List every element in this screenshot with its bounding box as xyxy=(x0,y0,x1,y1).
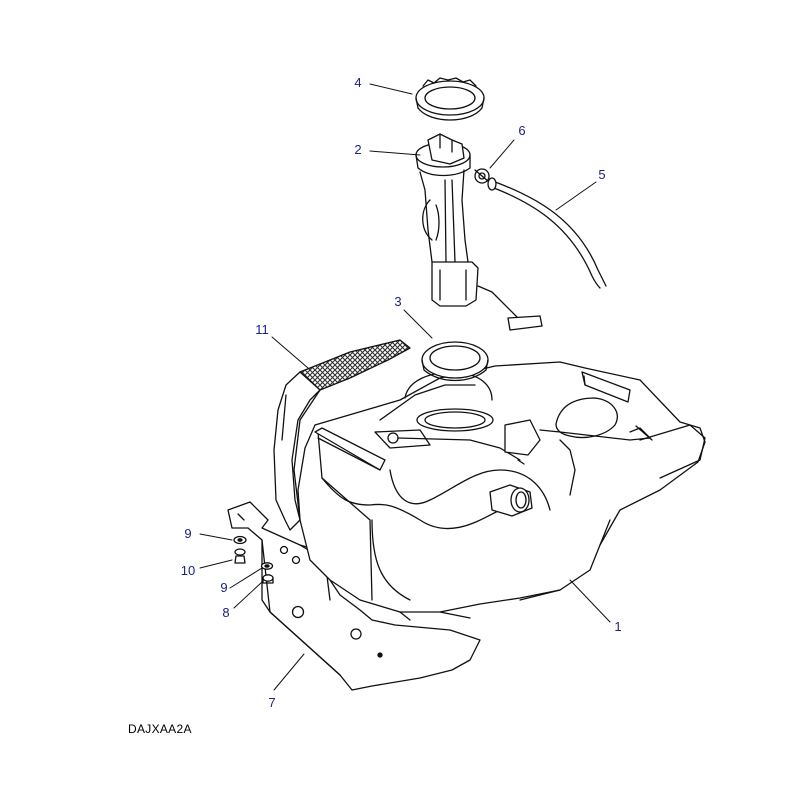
callout-8: 8 xyxy=(222,605,230,620)
fastener-bolt xyxy=(234,548,246,564)
mounting-bracket xyxy=(227,501,481,691)
callout-11: 11 xyxy=(255,322,269,337)
fuel-pump-sender-unit xyxy=(415,133,543,331)
heat-shield xyxy=(273,339,411,531)
fastener-washer-upper xyxy=(233,535,247,545)
callout-7: 7 xyxy=(268,695,276,710)
hose-clip xyxy=(474,168,490,184)
callout-1: 1 xyxy=(614,619,622,634)
callout-5: 5 xyxy=(598,167,606,182)
fastener-nut xyxy=(262,574,274,584)
fuel-tank xyxy=(297,361,706,621)
callout-4: 4 xyxy=(354,75,362,90)
fastener-washer-lower xyxy=(260,562,274,570)
seal-ring xyxy=(421,341,489,382)
callout-2: 2 xyxy=(354,142,362,157)
callout-10: 10 xyxy=(180,563,196,578)
callout-6: 6 xyxy=(518,123,526,138)
leader-lines xyxy=(199,83,611,691)
callout-3: 3 xyxy=(394,294,402,309)
diagram-reference-code: DAJXAA2A xyxy=(128,722,192,736)
fuel-hose xyxy=(487,177,607,289)
locking-ring xyxy=(415,77,485,121)
callout-9-upper: 9 xyxy=(184,526,192,541)
callout-9-lower: 9 xyxy=(220,580,228,595)
